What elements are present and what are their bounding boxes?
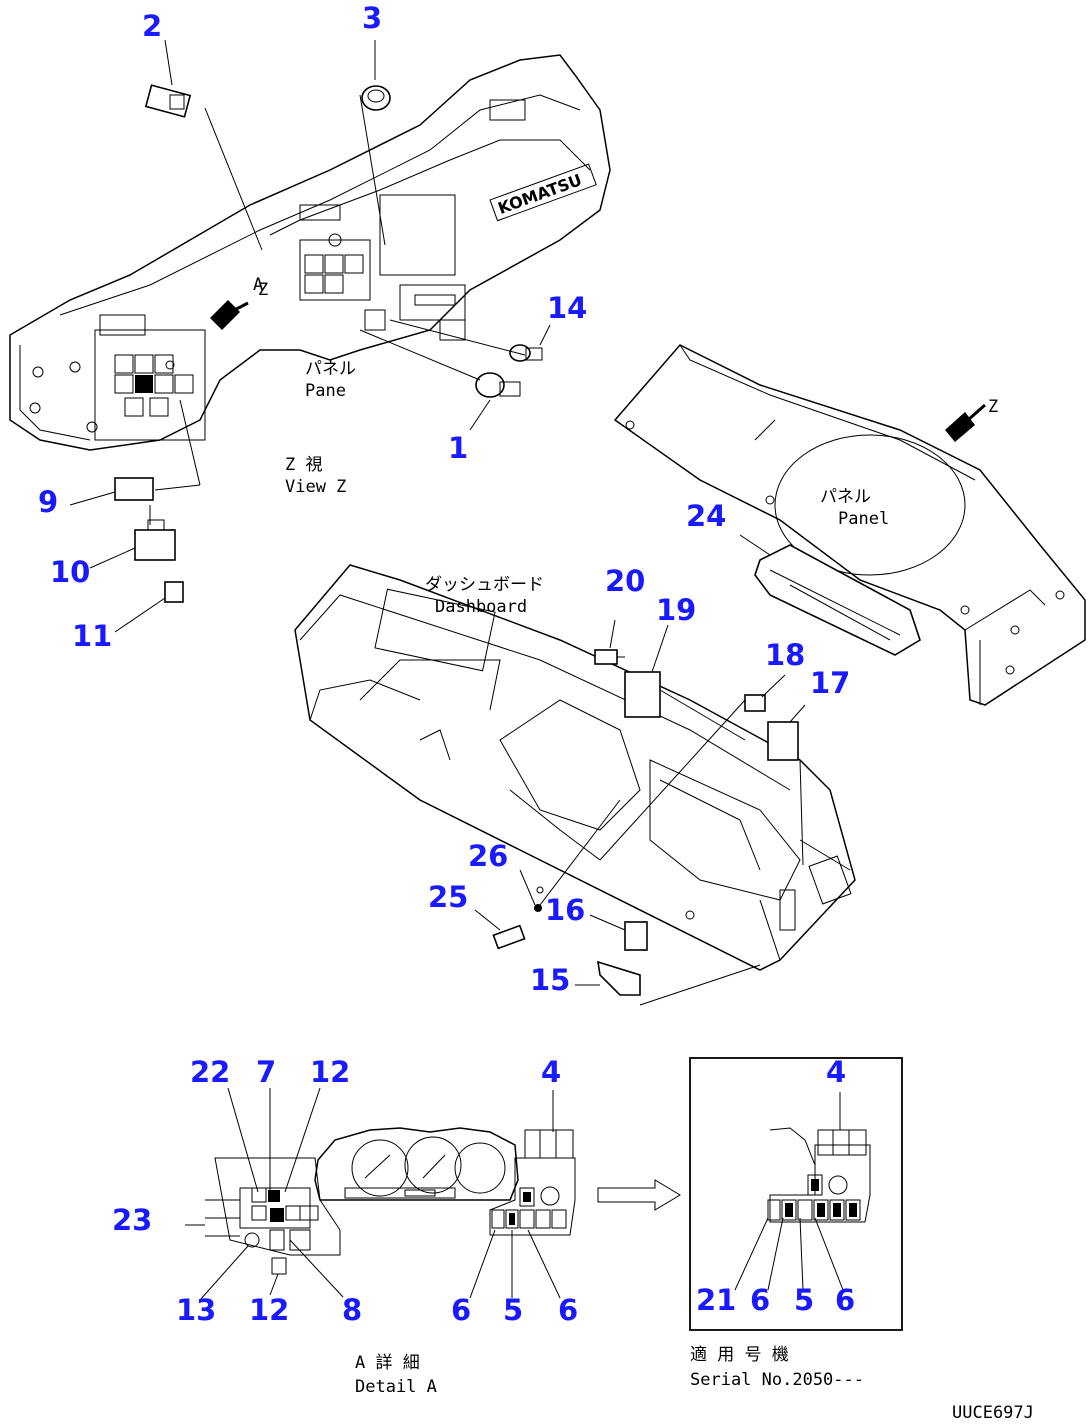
view-jp: Z 視 <box>285 455 322 475</box>
detail-en: Detail A <box>355 1377 437 1397</box>
serial-jp: 適 用 号 機 <box>690 1345 789 1365</box>
callout-4-serial: 4 <box>826 1055 846 1089</box>
arrow-z-label: Z <box>258 280 268 300</box>
callout-labels: 2 3 14 1 9 10 11 24 20 19 18 17 26 25 16… <box>38 1 855 1327</box>
callout-26: 26 <box>468 839 508 873</box>
view-en: View Z <box>285 477 346 497</box>
leaders-top-left <box>69 39 551 633</box>
callout-7: 7 <box>256 1055 276 1089</box>
callout-10: 10 <box>50 555 90 589</box>
callout-6-right: 6 <box>558 1293 578 1327</box>
dashboard-jp: ダッシュボード <box>425 575 544 595</box>
part-18-bolt <box>744 694 766 712</box>
serial-en: Serial No.2050--- <box>690 1370 864 1390</box>
drawing-code: UUCE697J <box>952 1403 1034 1423</box>
callout-17: 17 <box>810 666 850 700</box>
panel-cover-drawing <box>613 344 1086 706</box>
part-14-bulb <box>509 344 543 362</box>
dashboard-en: Dashboard <box>435 597 527 617</box>
callout-20: 20 <box>605 564 645 598</box>
detail-a-drawing <box>185 1127 576 1275</box>
part-24-meter <box>739 534 921 656</box>
callout-8: 8 <box>342 1293 362 1327</box>
part-10-bracket <box>134 519 176 561</box>
callout-15: 15 <box>530 963 570 997</box>
callout-19: 19 <box>656 593 696 627</box>
callout-21: 21 <box>696 1283 736 1317</box>
callout-11: 11 <box>72 619 112 653</box>
callout-12-top: 12 <box>310 1055 350 1089</box>
leaders-detail-a <box>199 1087 561 1301</box>
callout-16: 16 <box>545 893 585 927</box>
callout-9: 9 <box>38 485 58 519</box>
dashboard-frame-drawing <box>294 564 856 971</box>
panel-left-jp: パネル <box>305 359 356 379</box>
callout-13: 13 <box>176 1293 216 1327</box>
callout-2: 2 <box>142 9 162 43</box>
callout-14: 14 <box>547 291 587 325</box>
part-3-knob <box>361 85 391 111</box>
part-9-connector <box>114 477 154 501</box>
callout-25: 25 <box>428 880 468 914</box>
part-1-bulb <box>475 372 521 398</box>
arrow-z-right-label: Z <box>988 397 998 417</box>
transition-arrow <box>597 1179 681 1211</box>
part-11-screw <box>164 581 184 603</box>
callout-5-serial: 5 <box>794 1283 814 1317</box>
callout-3: 3 <box>362 1 382 35</box>
panel-right-jp: パネル <box>820 487 871 507</box>
callout-12-bottom: 12 <box>249 1293 289 1327</box>
part-25-screw <box>492 924 526 950</box>
part-19-bracket <box>624 671 661 718</box>
part-20-bolt <box>594 649 625 665</box>
callout-5: 5 <box>503 1293 523 1327</box>
callout-6-serial-left: 6 <box>750 1283 770 1317</box>
panel-right-en: Panel <box>838 509 889 529</box>
part-26-washer <box>534 904 542 912</box>
callout-18: 18 <box>765 638 805 672</box>
leaders-center <box>474 619 806 1006</box>
part-2-switch <box>144 84 192 118</box>
view-z-arrow-right: Z <box>945 397 998 442</box>
callout-22: 22 <box>190 1055 230 1089</box>
callout-6-serial-right: 6 <box>835 1283 855 1317</box>
callout-4: 4 <box>541 1055 561 1089</box>
callout-24: 24 <box>686 499 726 533</box>
panel-left-en: Pane <box>305 381 346 401</box>
view-z-arrow: Z <box>210 280 268 330</box>
left-switch-grid <box>114 354 194 417</box>
callout-6-left: 6 <box>451 1293 471 1327</box>
serial-box <box>689 1057 903 1331</box>
detail-jp: A 詳 細 <box>355 1353 420 1373</box>
callout-23: 23 <box>112 1203 152 1237</box>
komatsu-logo: KOMATSU <box>489 163 597 222</box>
part-15-clip <box>597 960 641 996</box>
arrow-a-label: A <box>253 275 263 295</box>
callout-1: 1 <box>448 431 468 465</box>
part-17-bracket <box>767 721 799 761</box>
part-16-screw <box>624 921 648 951</box>
